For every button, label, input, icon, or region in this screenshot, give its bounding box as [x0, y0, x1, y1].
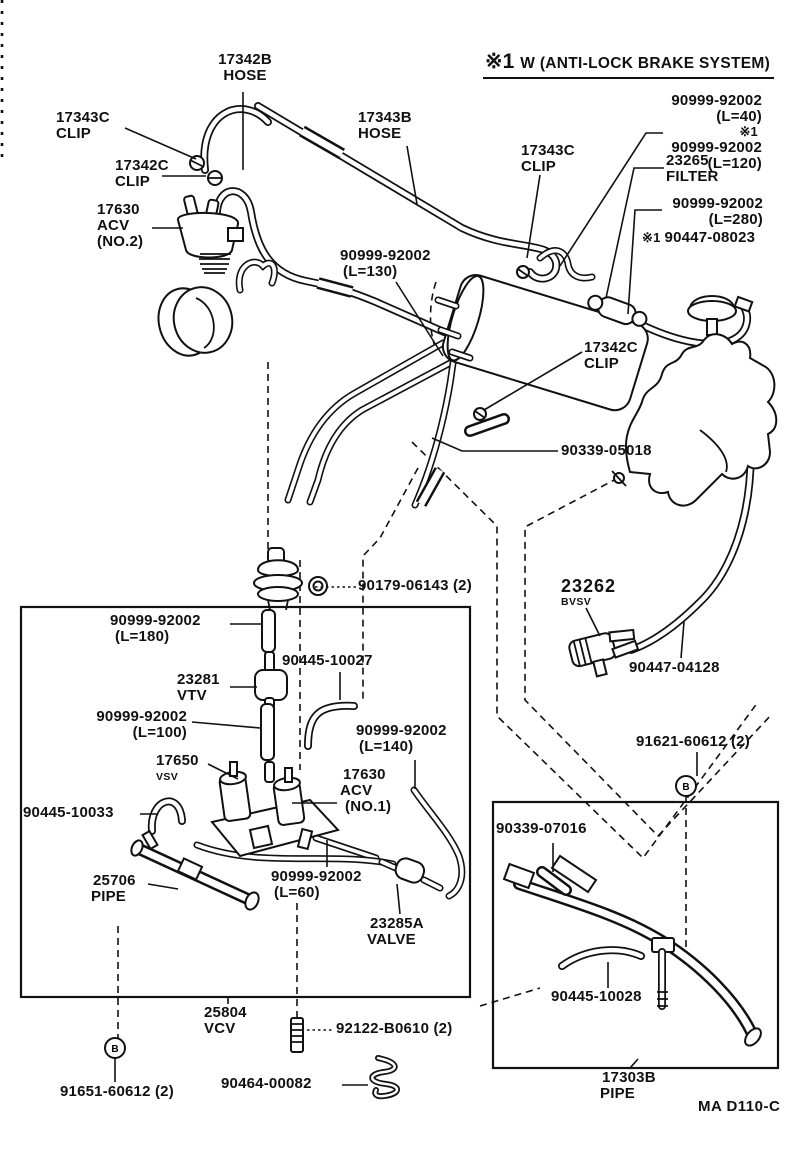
drawing-code: MA D110-C — [698, 1098, 781, 1115]
pipe-25706-part — [130, 829, 260, 911]
parts: B B — [104, 155, 778, 1100]
part-label-90999-92002-l40: 90999-92002(L=40) — [671, 92, 762, 125]
svg-text:B: B — [111, 1044, 118, 1055]
part-label-90999-92002-l180: 90999-92002(L=180) — [110, 612, 201, 645]
note-text: W (ANTI-LOCK BRAKE SYSTEM) — [520, 55, 771, 72]
bolt-symbol-top: B — [675, 775, 697, 797]
note-marker: ※1 — [485, 50, 515, 73]
canister-part — [441, 274, 649, 412]
part-label-90445-10033: 90445-10033 — [23, 804, 114, 821]
part-label-90447-04128: 90447-04128 — [629, 659, 720, 676]
clamp-05018-part — [464, 413, 510, 437]
part-label-90464-00082: 90464-00082 — [221, 1075, 312, 1092]
part-label-90999-92002-l130: 90999-92002(L=130) — [340, 247, 431, 280]
part-label-91651-60612: 91651-60612 (2) — [60, 1083, 174, 1100]
part-label-90999-92002-l60: 90999-92002(L=60) — [271, 868, 362, 901]
stud-bolt-part — [290, 1017, 304, 1053]
disc-actuator-part — [157, 286, 234, 357]
clip-parts — [189, 155, 627, 487]
spring-part — [369, 1055, 400, 1100]
asterisk-1-marker: ※1 — [739, 124, 758, 139]
part-label-90999-92002-l100: 90999-92002(L=100) — [96, 708, 187, 741]
manifold-part — [625, 333, 778, 507]
bvsv-part — [568, 628, 640, 678]
pipe-17303b-parts — [502, 854, 762, 1047]
vsv-assembly-part — [210, 761, 340, 858]
asterisk-1-marker: ※1 — [642, 230, 661, 245]
svg-text:B: B — [682, 782, 689, 793]
part-label-90179-06143: 90179-06143 (2) — [358, 577, 472, 594]
anti-lock-note: ※1 W (ANTI-LOCK BRAKE SYSTEM) — [483, 49, 775, 79]
part-label-90339-07016: 90339-07016 — [496, 820, 587, 837]
part-label-90445-10027: 90445-10027 — [282, 652, 373, 669]
part-label-90445-10028: 90445-10028 — [551, 988, 642, 1005]
part-label-90339-05018: 90339-05018 — [561, 442, 652, 459]
part-label-90999-92002-l140: 90999-92002(L=140) — [356, 722, 447, 755]
leader-lines — [114, 92, 698, 1086]
vtv-tree-parts — [254, 609, 288, 783]
part-label-90999-92002-l280: 90999-92002(L=280) — [672, 195, 763, 228]
acv-no2-part — [177, 194, 244, 274]
part-label-92122-b0610: 92122-B0610 (2) — [336, 1020, 453, 1037]
inset-box-right — [491, 800, 780, 1070]
part-label-91621-60612: 91621-60612 (2) — [636, 733, 750, 750]
valve-23285a-part — [378, 857, 444, 892]
filter-part — [587, 294, 648, 327]
bolt-symbol-bottom: B — [104, 1037, 126, 1059]
inset-box-left — [19, 605, 472, 999]
check-valve-part — [687, 295, 754, 336]
grommet-part — [253, 547, 328, 611]
